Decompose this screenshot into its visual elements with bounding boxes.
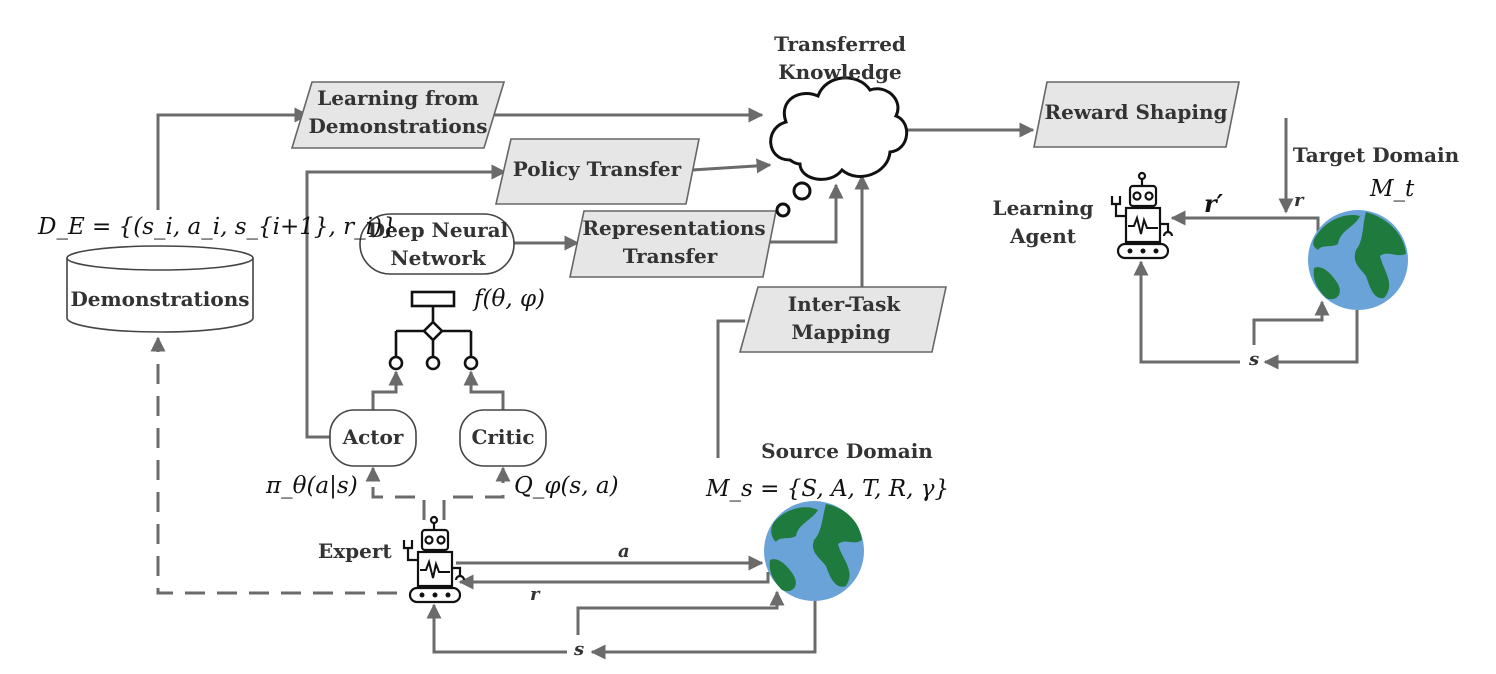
knowledge-cloud xyxy=(769,76,909,218)
transferred-knowledge-line2: Knowledge xyxy=(778,60,902,84)
edge-source-state-feedback xyxy=(576,590,785,635)
edge-target-reward xyxy=(1170,210,1320,232)
state-label: s xyxy=(573,639,584,660)
function-formula: f(θ, φ) xyxy=(472,286,545,312)
shaped-reward-label: r′ xyxy=(1204,189,1224,218)
learning-agent-robot-icon xyxy=(1110,171,1174,260)
transferred-knowledge-line1: Transferred xyxy=(774,32,906,56)
critic-node: Critic xyxy=(459,409,547,467)
demonstrations-database: Demonstrations xyxy=(66,245,254,333)
source-domain-title: Source Domain xyxy=(761,439,933,463)
source-mdp-formula: M_s = {S, A, T, R, γ} xyxy=(705,476,949,502)
edge-source-state-out xyxy=(590,600,817,660)
reward-shaping-label: Reward Shaping xyxy=(1044,100,1227,124)
learning-agent-line1: Learning xyxy=(993,196,1094,220)
inter-task-mapping-line1: Inter-Task xyxy=(788,292,902,316)
demonstrations-label: Demonstrations xyxy=(70,287,249,311)
inter-task-mapping-box: Inter-Task Mapping xyxy=(738,286,947,353)
policy-transfer-box: Policy Transfer xyxy=(494,138,700,205)
network-structure-icon xyxy=(388,290,479,371)
target-mdp-formula: M_t xyxy=(1369,176,1415,202)
deep-neural-network-line1: Deep Neural xyxy=(368,218,509,242)
edge-policy-transfer-to-knowledge xyxy=(691,158,772,174)
policy-transfer-label: Policy Transfer xyxy=(513,157,682,181)
edge-expert-to-actor xyxy=(365,466,426,520)
critic-label: Critic xyxy=(471,425,534,449)
demo-set-formula: D_E = {(s_i, a_i, s_{i+1}, r_i)} xyxy=(37,214,397,240)
deep-neural-network-node: Deep Neural Network xyxy=(359,213,515,275)
inter-task-mapping-line2: Mapping xyxy=(791,320,890,344)
representations-transfer-line1: Representations xyxy=(582,216,765,240)
edge-actor-to-network xyxy=(371,370,404,420)
q-function-formula: Q_φ(s, a) xyxy=(514,473,619,499)
edge-source-state-in xyxy=(426,603,567,654)
target-state-label: s xyxy=(1248,349,1259,370)
representations-transfer-line2: Transfer xyxy=(623,244,718,268)
reward-shaping-box: Reward Shaping xyxy=(1033,81,1240,148)
reward-label: r xyxy=(530,584,541,605)
edge-representations-to-knowledge xyxy=(768,183,844,244)
edge-source-to-mapping xyxy=(716,319,745,458)
source-globe-icon xyxy=(764,501,864,601)
actor-label: Actor xyxy=(342,425,404,449)
expert-label: Expert xyxy=(318,539,392,563)
learning-from-demonstrations-line2: Demonstrations xyxy=(308,114,487,138)
edge-source-reward xyxy=(458,572,770,590)
representations-transfer-box: Representations Transfer xyxy=(569,210,777,278)
actor-node: Actor xyxy=(329,409,417,467)
edge-demo-to-lfd xyxy=(156,107,310,210)
learning-from-demonstrations-box: Learning from Demonstrations xyxy=(290,81,506,149)
edge-target-state-feedback xyxy=(1252,300,1330,345)
policy-formula: π_θ(a|s) xyxy=(265,473,358,499)
learning-from-demonstrations-line1: Learning from xyxy=(317,86,479,110)
target-reward-label: r xyxy=(1294,190,1305,211)
edge-actor-to-policy-transfer xyxy=(305,164,507,439)
deep-neural-network-line2: Network xyxy=(390,246,486,270)
learning-agent-line2: Agent xyxy=(1009,224,1077,248)
edge-target-state-out xyxy=(1263,310,1359,370)
edge-target-state-in xyxy=(1133,260,1240,364)
target-globe-icon xyxy=(1308,210,1408,310)
edge-expert-to-demonstrations xyxy=(150,336,397,595)
edge-expert-to-critic xyxy=(442,466,511,520)
target-domain-title: Target Domain xyxy=(1293,143,1460,167)
action-label: a xyxy=(618,541,630,562)
expert-robot-icon xyxy=(402,515,466,604)
edge-critic-to-network xyxy=(463,370,505,420)
